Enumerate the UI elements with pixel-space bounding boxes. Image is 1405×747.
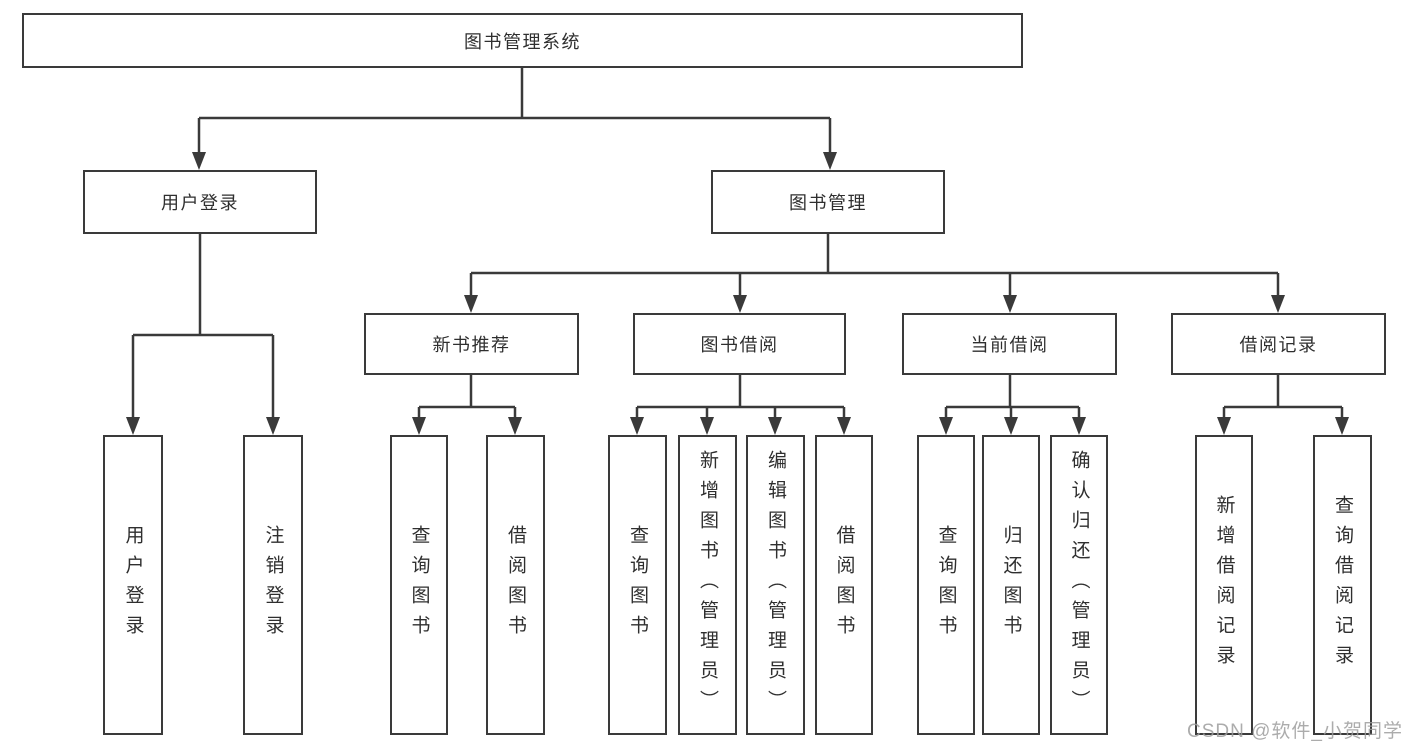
node-borrowing-records: 借阅记录 <box>1171 313 1386 375</box>
node-book-management: 图书管理 <box>711 170 945 234</box>
node-current-borrowing: 当前借阅 <box>902 313 1117 375</box>
leaf-add-borrow-record: 新增借阅记录 <box>1195 435 1253 735</box>
leaf-borrow-books-2: 借阅图书 <box>815 435 873 735</box>
node-user-login: 用户登录 <box>83 170 317 234</box>
node-book-borrowing: 图书借阅 <box>633 313 846 375</box>
node-root-system: 图书管理系统 <box>22 13 1023 68</box>
leaf-query-books-1: 查询图书 <box>390 435 448 735</box>
csdn-watermark: CSDN @软件_小贺同学 <box>1187 721 1403 742</box>
leaf-logout: 注销登录 <box>243 435 303 735</box>
leaf-return-book: 归还图书 <box>982 435 1040 735</box>
leaf-confirm-return-admin: 确认归还（管理员） <box>1050 435 1108 735</box>
node-new-book-recommend: 新书推荐 <box>364 313 579 375</box>
leaf-edit-book-admin: 编辑图书（管理员） <box>746 435 805 735</box>
leaf-query-books-2: 查询图书 <box>608 435 667 735</box>
leaf-query-borrow-record: 查询借阅记录 <box>1313 435 1372 735</box>
arrowheads <box>126 152 1349 435</box>
leaf-query-books-3: 查询图书 <box>917 435 975 735</box>
leaf-user-login: 用户登录 <box>103 435 163 735</box>
leaf-borrow-books-1: 借阅图书 <box>486 435 545 735</box>
leaf-add-book-admin: 新增图书（管理员） <box>678 435 737 735</box>
